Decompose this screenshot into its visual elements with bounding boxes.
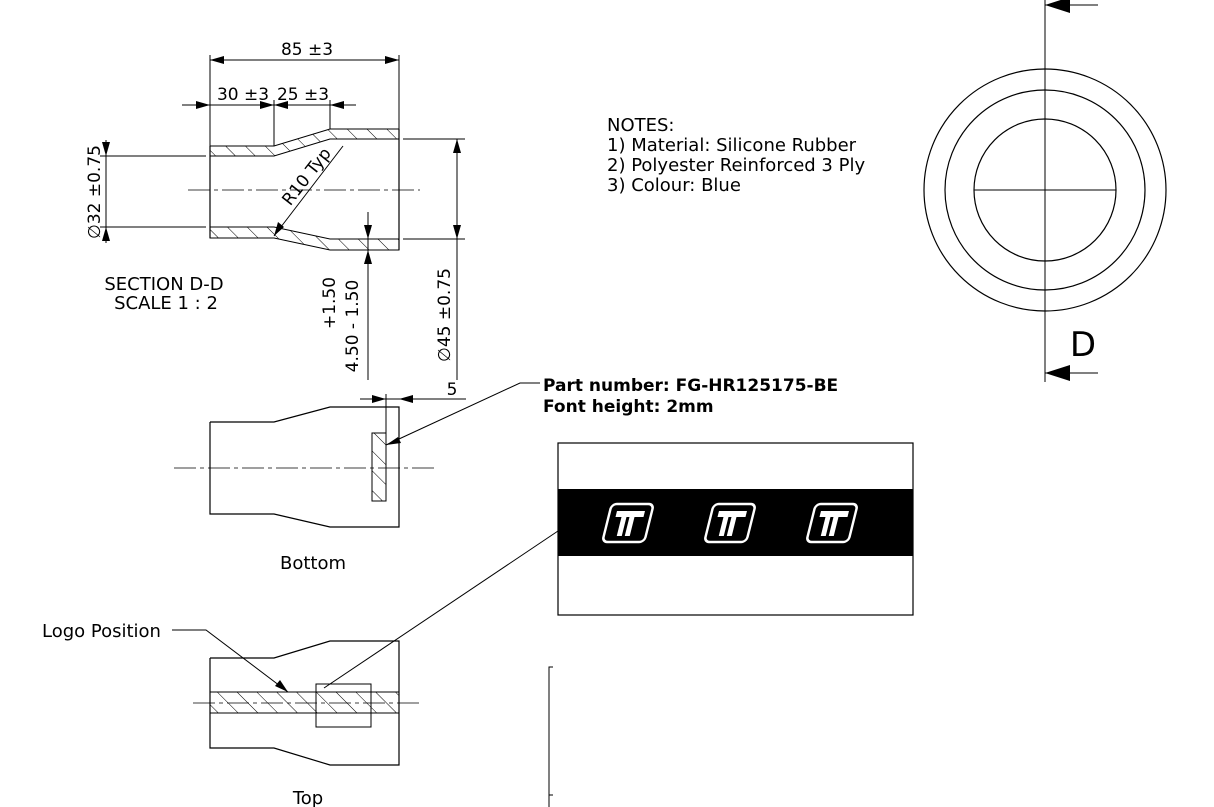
- notes-heading: NOTES:: [607, 115, 675, 136]
- end-view: D: [923, 0, 1167, 382]
- bottom-view-label: Bottom: [280, 553, 346, 574]
- font-height-callout: Font height: 2mm: [543, 397, 714, 417]
- dim-radius: R10 Typ: [278, 144, 335, 209]
- part-number-area: [371, 432, 387, 502]
- dim-small-diameter: ∅32 ±0.75: [85, 145, 105, 239]
- dim-wall-thickness: 4.50 - 1.50: [343, 280, 363, 373]
- dim-large-diameter: ∅45 ±0.75: [435, 268, 455, 362]
- dim-overall-length: 85 ±3: [281, 40, 333, 60]
- logo-icon: [704, 502, 756, 544]
- section-wall-bottom: [209, 226, 400, 251]
- title-block-border: [548, 666, 553, 807]
- logo-position-label: Logo Position: [42, 621, 161, 642]
- dim-wall-upper-tol: +1.50: [320, 277, 340, 329]
- dim-left-length: 30 ±3: [217, 85, 269, 105]
- top-view-outline: [209, 640, 400, 766]
- bottom-view-outline: [209, 406, 400, 528]
- section-wall-top: [209, 128, 400, 157]
- section-view: 85 ±3 30 ±3 25 ±3 ∅32 ±0.75 ∅45 ±0.75 R1…: [85, 40, 465, 380]
- section-letter: D: [1070, 325, 1096, 365]
- logo-detail: [557, 442, 914, 616]
- logo-strip: [209, 691, 400, 714]
- note-item: 2) Polyester Reinforced 3 Ply: [607, 155, 865, 176]
- part-number-callout: Part number: FG-HR125175-BE: [543, 376, 838, 396]
- bottom-view: 5 Part number: FG-HR125175-BE Font heigh…: [174, 376, 838, 574]
- section-arrow-top: [1045, 0, 1070, 13]
- section-arrow-bottom: [1045, 365, 1070, 381]
- logo-group: [602, 502, 858, 544]
- section-title: SECTION D-D: [104, 274, 223, 295]
- top-view-label: Top: [292, 788, 323, 807]
- dim-taper-length: 25 ±3: [277, 85, 329, 105]
- logo-band: [558, 489, 913, 556]
- logo-icon: [806, 502, 858, 544]
- dim-offset: 5: [447, 380, 458, 400]
- logo-window: [315, 683, 372, 728]
- notes-block: NOTES: 1) Material: Silicone Rubber 2) P…: [607, 115, 865, 196]
- top-view: Logo Position Top: [42, 530, 559, 807]
- section-scale: SCALE 1 : 2: [114, 293, 218, 314]
- logo-icon: [602, 502, 654, 544]
- note-item: 1) Material: Silicone Rubber: [607, 135, 857, 156]
- note-item: 3) Colour: Blue: [607, 175, 741, 196]
